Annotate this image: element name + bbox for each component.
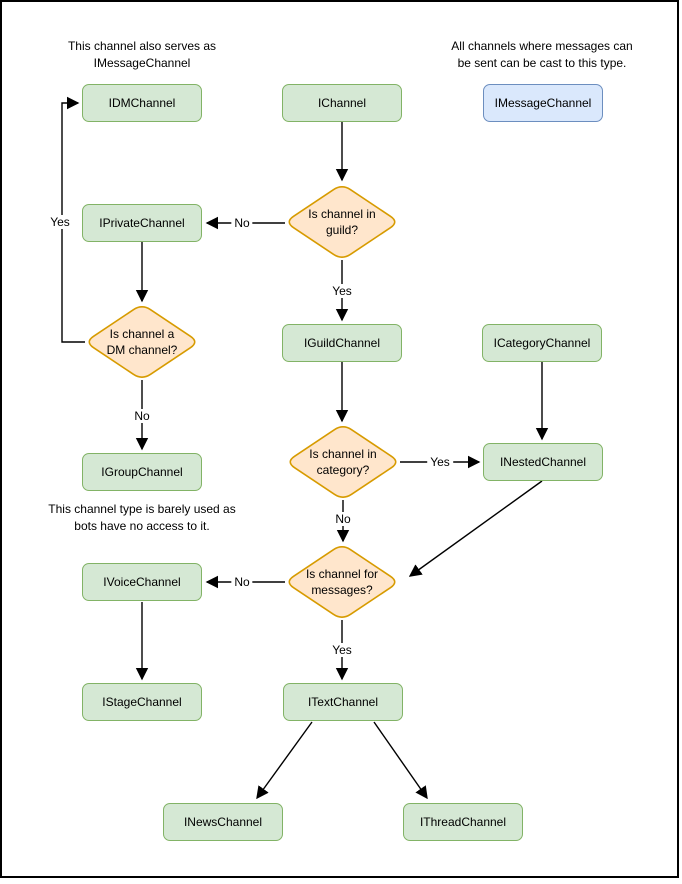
- edge-label-category-no: No: [332, 512, 354, 526]
- node-inestedchannel: INestedChannel: [483, 443, 603, 481]
- edge-label-dm-yes: Yes: [47, 215, 73, 229]
- node-istagechannel: IStageChannel: [82, 683, 202, 721]
- note-imessagechannel-cast: All channels where messages can be sent …: [451, 39, 633, 70]
- node-iprivatechannel: IPrivateChannel: [82, 204, 202, 242]
- node-inewschannel: INewsChannel: [163, 803, 283, 841]
- node-icategorychannel: ICategoryChannel: [482, 324, 602, 362]
- node-ithreadchannel: IThreadChannel: [403, 803, 523, 841]
- edge-label-messages-yes: Yes: [329, 643, 355, 657]
- node-ichannel: IChannel: [282, 84, 402, 122]
- decision-in-category-label: Is channel in category?: [309, 447, 377, 477]
- edge-label-category-yes: Yes: [427, 455, 453, 469]
- node-idmchannel: IDMChannel: [82, 84, 202, 122]
- edge-label-messages-no: No: [231, 575, 253, 589]
- node-ivoicechannel: IVoiceChannel: [82, 563, 202, 601]
- node-iguildchannel: IGuildChannel: [282, 324, 402, 362]
- edge-label-guild-no: No: [231, 216, 253, 230]
- decision-for-messages-label: Is channel for messages?: [305, 567, 379, 597]
- decision-in-guild-label: Is channel in guild?: [308, 207, 376, 237]
- node-itextchannel: ITextChannel: [283, 683, 403, 721]
- node-imessagechannel: IMessageChannel: [483, 84, 603, 122]
- node-igroupchannel: IGroupChannel: [82, 453, 202, 491]
- edge-label-guild-yes: Yes: [329, 284, 355, 298]
- edge-inestedchannel-to-messages-decision: [408, 480, 543, 577]
- note-igroupchannel-barely-used: This channel type is barely used as bots…: [48, 502, 236, 533]
- edge-itextchannel-to-ithreadchannel: [373, 721, 428, 800]
- decision-is-dm-label: Is channel a DM channel?: [106, 327, 178, 357]
- note-idmchannel-serves-imessagechannel: This channel also serves as IMessageChan…: [67, 39, 217, 70]
- edge-label-dm-no: No: [131, 409, 153, 423]
- edge-itextchannel-to-inewschannel: [256, 721, 313, 800]
